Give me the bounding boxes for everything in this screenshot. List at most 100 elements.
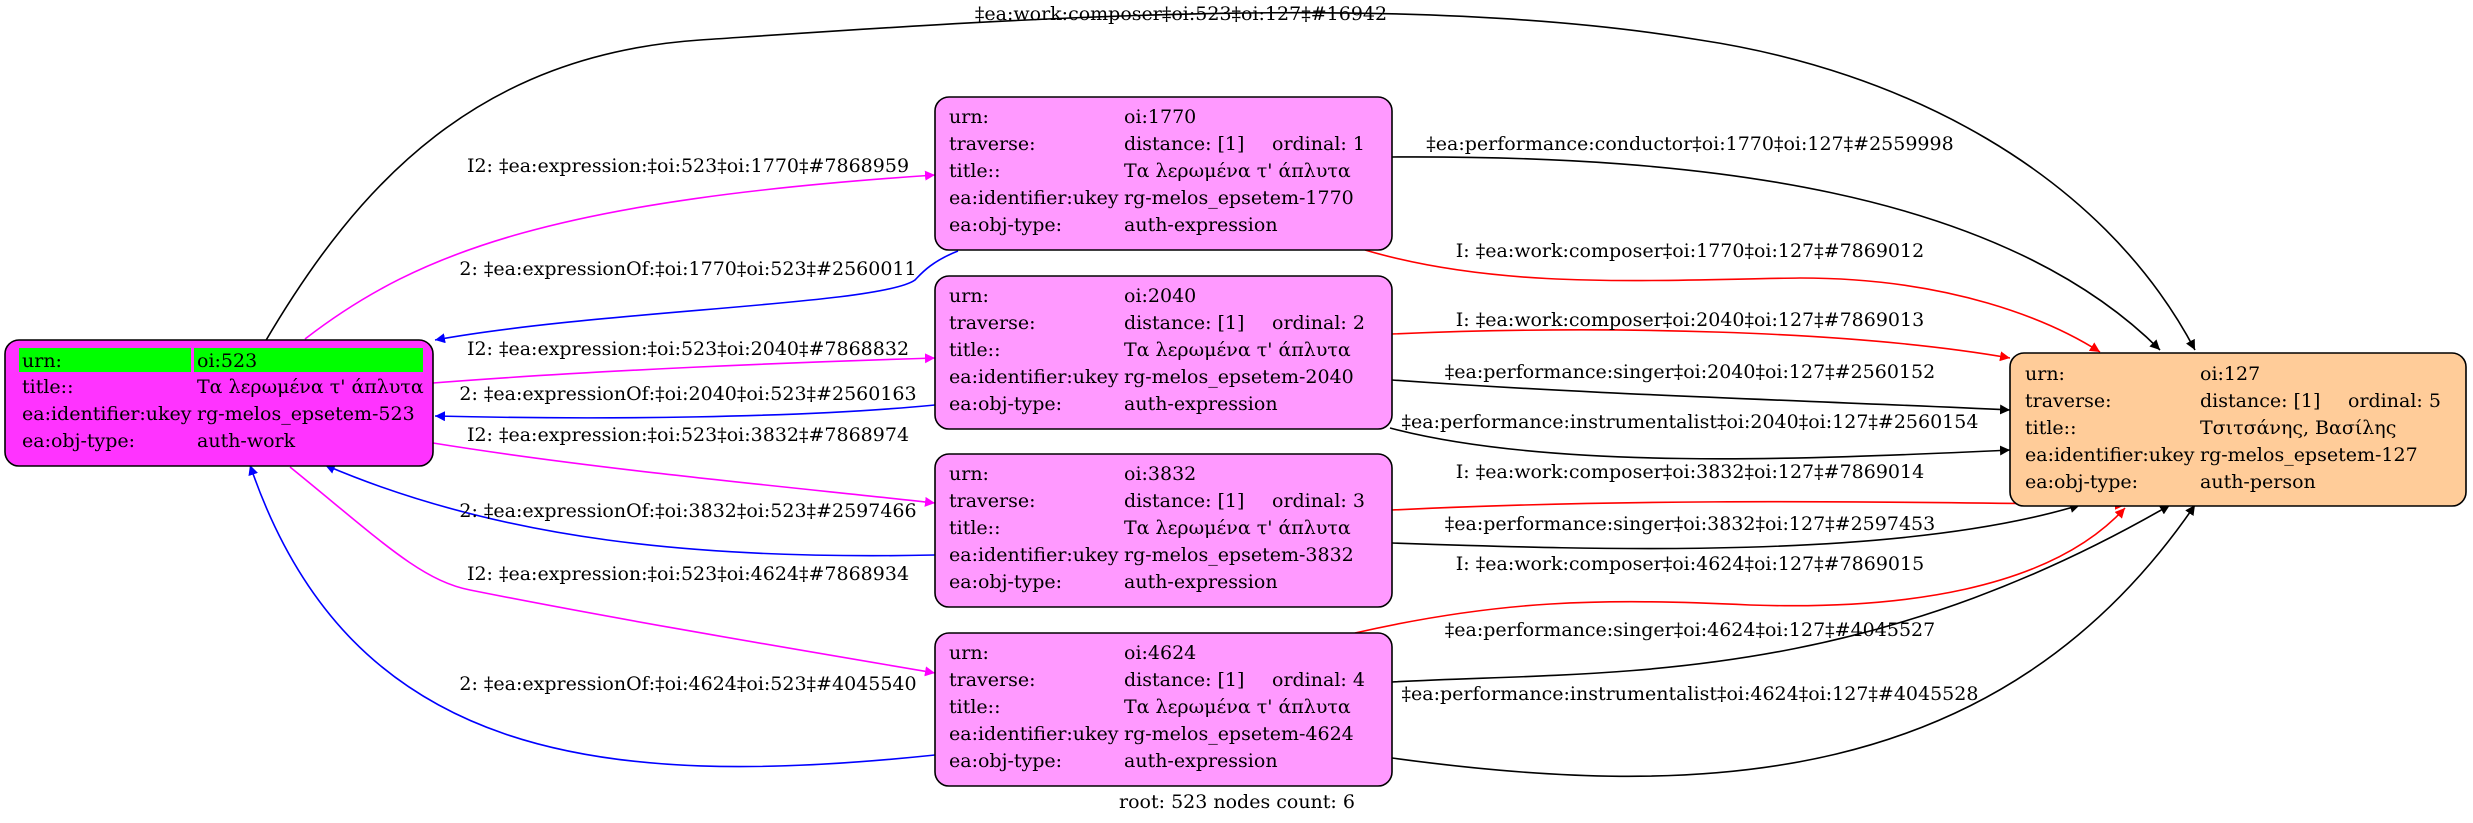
edge-composer-3832-127 bbox=[1391, 499, 2126, 511]
node-key: ea:identifier:ukey bbox=[949, 723, 1119, 745]
node-key: ea:obj-type: bbox=[22, 430, 135, 452]
edge-expressionOf-4624-523 bbox=[248, 464, 936, 768]
node-key: ea:obj-type: bbox=[949, 750, 1062, 772]
node-1770[interactable]: urn: oi:1770 traverse: distance: [1] ord… bbox=[934, 96, 1393, 251]
edge-label: ‡ea:performance:singer‡oi:2040‡oi:127‡#2… bbox=[1445, 361, 1935, 383]
node-ordinal: ordinal: 3 bbox=[1272, 490, 1365, 512]
node-3832[interactable]: urn: oi:3832 traverse: distance: [1] ord… bbox=[934, 453, 1393, 608]
edge-expressionOf-3832-523 bbox=[324, 464, 936, 557]
edge-label: I: ‡ea:work:composer‡oi:4624‡oi:127‡#786… bbox=[1456, 553, 1924, 575]
node-value: auth-expression bbox=[1124, 571, 1278, 593]
urn-key-highlight bbox=[19, 348, 191, 372]
edge-label: ‡ea:performance:instrumentalist‡oi:4624‡… bbox=[1402, 683, 1979, 705]
node-value: Τα λερωμένα τ' άπλυτα bbox=[1124, 160, 1351, 182]
node-key: ea:identifier:ukey bbox=[949, 187, 1119, 209]
edge-composer-4624-127 bbox=[1354, 507, 2126, 634]
node-value: auth-expression bbox=[1124, 750, 1278, 772]
edge-expressionOf-1770-523 bbox=[434, 250, 959, 344]
edge-expression-523-4624 bbox=[289, 466, 936, 677]
node-key: title:: bbox=[2025, 417, 2076, 439]
edge-label: ‡ea:performance:singer‡oi:4624‡oi:127‡#4… bbox=[1445, 619, 1935, 641]
node-value: Τα λερωμένα τ' άπλυτα bbox=[1124, 517, 1351, 539]
node-key: traverse: bbox=[949, 133, 1036, 155]
edge-label: I2: ‡ea:expression:‡oi:523‡oi:3832‡#7868… bbox=[467, 424, 909, 446]
node-523[interactable]: urn: oi:523 title:: Τα λερωμένα τ' άπλυτ… bbox=[4, 339, 434, 467]
node-value: distance: [1] bbox=[1124, 133, 1244, 155]
node-value: oi:523 bbox=[197, 350, 257, 372]
node-key: title:: bbox=[949, 339, 1000, 361]
node-box bbox=[934, 96, 1393, 251]
node-value: distance: [1] bbox=[1124, 490, 1244, 512]
node-key: traverse: bbox=[949, 312, 1036, 334]
node-box bbox=[934, 632, 1393, 787]
edge-instrumentalist-2040-127 bbox=[1389, 427, 2011, 460]
edge-label: I2: ‡ea:expression:‡oi:523‡oi:2040‡#7868… bbox=[467, 338, 909, 360]
node-value: rg-melos_epsetem-3832 bbox=[1124, 544, 1354, 566]
edge-label: ‡ea:work:composer‡oi:523‡oi:127‡#16942 bbox=[975, 3, 1387, 25]
node-key: urn: bbox=[949, 106, 989, 128]
edge-composer-523-127 bbox=[264, 11, 2196, 351]
node-key: ea:obj-type: bbox=[949, 571, 1062, 593]
node-4624[interactable]: urn: oi:4624 traverse: distance: [1] ord… bbox=[934, 632, 1393, 787]
edge-expression-523-3832 bbox=[432, 442, 936, 507]
node-key: urn: bbox=[22, 350, 62, 372]
node-value: rg-melos_epsetem-127 bbox=[2200, 444, 2418, 466]
edge-composer-1770-127 bbox=[1364, 249, 2101, 353]
edge-label: 2: ‡ea:expressionOf:‡oi:2040‡oi:523‡#256… bbox=[459, 383, 916, 405]
graph-footer: root: 523 nodes count: 6 bbox=[1119, 791, 1355, 813]
node-key: ea:obj-type: bbox=[2025, 471, 2138, 493]
edge-conductor-1770-127 bbox=[1391, 156, 2161, 351]
edge-label: 2: ‡ea:expressionOf:‡oi:1770‡oi:523‡#256… bbox=[459, 258, 916, 280]
node-value: oi:1770 bbox=[1124, 106, 1196, 128]
node-value: Τα λερωμένα τ' άπλυτα bbox=[1124, 339, 1351, 361]
node-key: traverse: bbox=[949, 490, 1036, 512]
edge-expression-523-2040 bbox=[432, 353, 936, 384]
node-box bbox=[934, 275, 1393, 430]
node-key: ea:obj-type: bbox=[949, 393, 1062, 415]
node-key: traverse: bbox=[949, 669, 1036, 691]
node-value: Τα λερωμένα τ' άπλυτα bbox=[197, 376, 424, 398]
node-key: title:: bbox=[949, 517, 1000, 539]
node-value: rg-melos_epsetem-4624 bbox=[1124, 723, 1354, 745]
edge-label: ‡ea:performance:instrumentalist‡oi:2040‡… bbox=[1402, 411, 1979, 433]
node-key: urn: bbox=[2025, 363, 2065, 385]
node-key: ea:identifier:ukey bbox=[2025, 444, 2195, 466]
node-value: Τσιτσάνης, Βασίλης bbox=[2200, 417, 2396, 439]
node-2040[interactable]: urn: oi:2040 traverse: distance: [1] ord… bbox=[934, 275, 1393, 430]
edge-singer-2040-127 bbox=[1391, 379, 2011, 415]
node-ordinal: ordinal: 1 bbox=[1272, 133, 1365, 155]
edge-expression-523-1770 bbox=[304, 170, 936, 340]
edge-expressionOf-2040-523 bbox=[434, 404, 936, 422]
node-value: distance: [1] bbox=[1124, 312, 1244, 334]
node-value: oi:3832 bbox=[1124, 463, 1196, 485]
edge-label: I: ‡ea:work:composer‡oi:3832‡oi:127‡#786… bbox=[1456, 461, 1924, 483]
node-key: traverse: bbox=[2025, 390, 2112, 412]
edge-instrumentalist-4624-127 bbox=[1391, 504, 2196, 778]
urn-value-highlight bbox=[194, 348, 423, 372]
edge-label: I: ‡ea:work:composer‡oi:1770‡oi:127‡#786… bbox=[1456, 240, 1924, 262]
node-value: Τα λερωμένα τ' άπλυτα bbox=[1124, 696, 1351, 718]
node-key: title:: bbox=[949, 160, 1000, 182]
edge-composer-2040-127 bbox=[1391, 329, 2011, 362]
node-box bbox=[934, 453, 1393, 608]
edge-singer-3832-127 bbox=[1391, 503, 2081, 550]
edge-label: ‡ea:performance:conductor‡oi:1770‡oi:127… bbox=[1426, 133, 1953, 155]
node-value: auth-person bbox=[2200, 471, 2316, 493]
node-value: oi:127 bbox=[2200, 363, 2260, 385]
node-key: title:: bbox=[22, 376, 73, 398]
node-127[interactable]: urn: oi:127 traverse: distance: [1] ordi… bbox=[2009, 352, 2467, 507]
node-key: ea:identifier:ukey bbox=[22, 403, 192, 425]
edge-label: I: ‡ea:work:composer‡oi:2040‡oi:127‡#786… bbox=[1456, 309, 1924, 331]
node-key: urn: bbox=[949, 285, 989, 307]
node-key: ea:identifier:ukey bbox=[949, 366, 1119, 388]
node-value: rg-melos_epsetem-2040 bbox=[1124, 366, 1354, 388]
node-value: auth-expression bbox=[1124, 393, 1278, 415]
edge-singer-4624-127 bbox=[1391, 504, 2171, 683]
node-key: ea:obj-type: bbox=[949, 214, 1062, 236]
node-key: urn: bbox=[949, 642, 989, 664]
node-value: rg-melos_epsetem-1770 bbox=[1124, 187, 1354, 209]
node-key: ea:identifier:ukey bbox=[949, 544, 1119, 566]
node-box bbox=[2009, 352, 2467, 507]
edge-label: I2: ‡ea:expression:‡oi:523‡oi:4624‡#7868… bbox=[467, 563, 909, 585]
